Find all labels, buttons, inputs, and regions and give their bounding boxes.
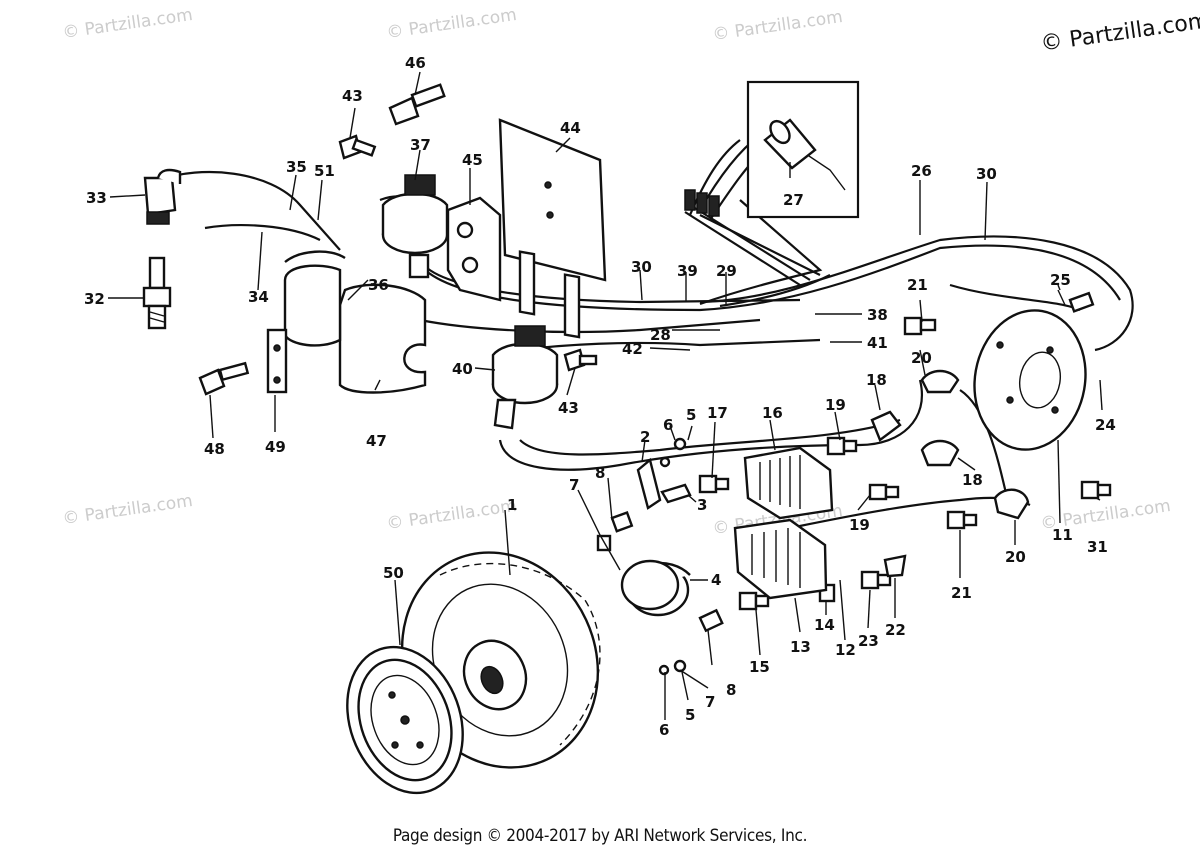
callout-37: 37 [410, 136, 431, 154]
callout-16: 16 [762, 404, 783, 422]
callout-38: 38 [867, 306, 888, 324]
callout-36: 36 [368, 276, 389, 294]
regulator-rectifier [733, 446, 834, 600]
callout-26: 26 [911, 162, 932, 180]
callouts: 1 2 3 4 5 5 6 6 7 7 8 8 11 12 13 14 15 1… [84, 54, 1116, 739]
callout-30: 30 [631, 258, 652, 276]
callout-1: 1 [507, 496, 517, 514]
callout-6: 6 [659, 721, 669, 739]
callout-8: 8 [595, 464, 605, 482]
callout-5: 5 [685, 706, 695, 724]
callout-17: 17 [707, 404, 728, 422]
coil-mount [446, 196, 502, 302]
callout-2: 2 [640, 428, 650, 446]
callout-51: 51 [314, 162, 335, 180]
callout-30: 30 [976, 165, 997, 183]
callout-14: 14 [814, 616, 835, 634]
callout-20: 20 [911, 349, 932, 367]
callout-40: 40 [452, 360, 473, 378]
callout-42: 42 [622, 340, 643, 358]
callout-11: 11 [1052, 526, 1073, 544]
callout-21: 21 [951, 584, 972, 602]
callout-44: 44 [560, 119, 581, 137]
callout-48: 48 [204, 440, 225, 458]
lighting-coils [870, 369, 1030, 520]
callout-28: 28 [650, 326, 671, 344]
callout-32: 32 [84, 290, 105, 308]
callout-24: 24 [1095, 416, 1116, 434]
callout-6: 6 [663, 416, 673, 434]
spark-plug-cap [143, 168, 182, 225]
bracket-plate [498, 118, 607, 339]
callout-34: 34 [248, 288, 269, 306]
wire-bundle [684, 134, 821, 286]
callout-33: 33 [86, 189, 107, 207]
callout-19: 19 [825, 396, 846, 414]
callout-3: 3 [697, 496, 707, 514]
callout-27: 27 [783, 191, 804, 209]
ignition-coil-housing [266, 250, 427, 394]
callout-8: 8 [726, 681, 736, 699]
callout-43: 43 [558, 399, 579, 417]
callout-4: 4 [711, 571, 721, 589]
callout-21: 21 [907, 276, 928, 294]
callout-35: 35 [286, 158, 307, 176]
callout-19: 19 [849, 516, 870, 534]
ignition-coil-lower [491, 325, 559, 430]
callout-49: 49 [265, 438, 286, 456]
stator-plate [973, 309, 1087, 451]
callout-45: 45 [462, 151, 483, 169]
callout-22: 22 [885, 621, 906, 639]
callout-31: 31 [1087, 538, 1108, 556]
callout-29: 29 [716, 262, 737, 280]
callout-25: 25 [1050, 271, 1071, 289]
callout-13: 13 [790, 638, 811, 656]
callout-18: 18 [866, 371, 887, 389]
pulley [346, 645, 464, 795]
callout-18: 18 [962, 471, 983, 489]
callout-39: 39 [677, 262, 698, 280]
callout-5: 5 [686, 406, 696, 424]
spark-plug [142, 256, 172, 330]
callout-12: 12 [835, 641, 856, 659]
bolts [198, 83, 1112, 676]
callout-43: 43 [342, 87, 363, 105]
callout-7: 7 [569, 476, 579, 494]
callout-41: 41 [867, 334, 888, 352]
leader-lines [108, 71, 1103, 720]
callout-50: 50 [383, 564, 404, 582]
footer-credit: Page design © 2004-2017 by ARI Network S… [392, 826, 808, 846]
inset-terminal-detail [746, 80, 860, 219]
callout-15: 15 [749, 658, 770, 676]
callout-20: 20 [1005, 548, 1026, 566]
callout-46: 46 [405, 54, 426, 72]
breaker-cam [620, 457, 692, 617]
ignition-coil-upper [381, 174, 449, 279]
callout-23: 23 [858, 632, 879, 650]
callout-47: 47 [366, 432, 387, 450]
callout-7: 7 [705, 693, 715, 711]
